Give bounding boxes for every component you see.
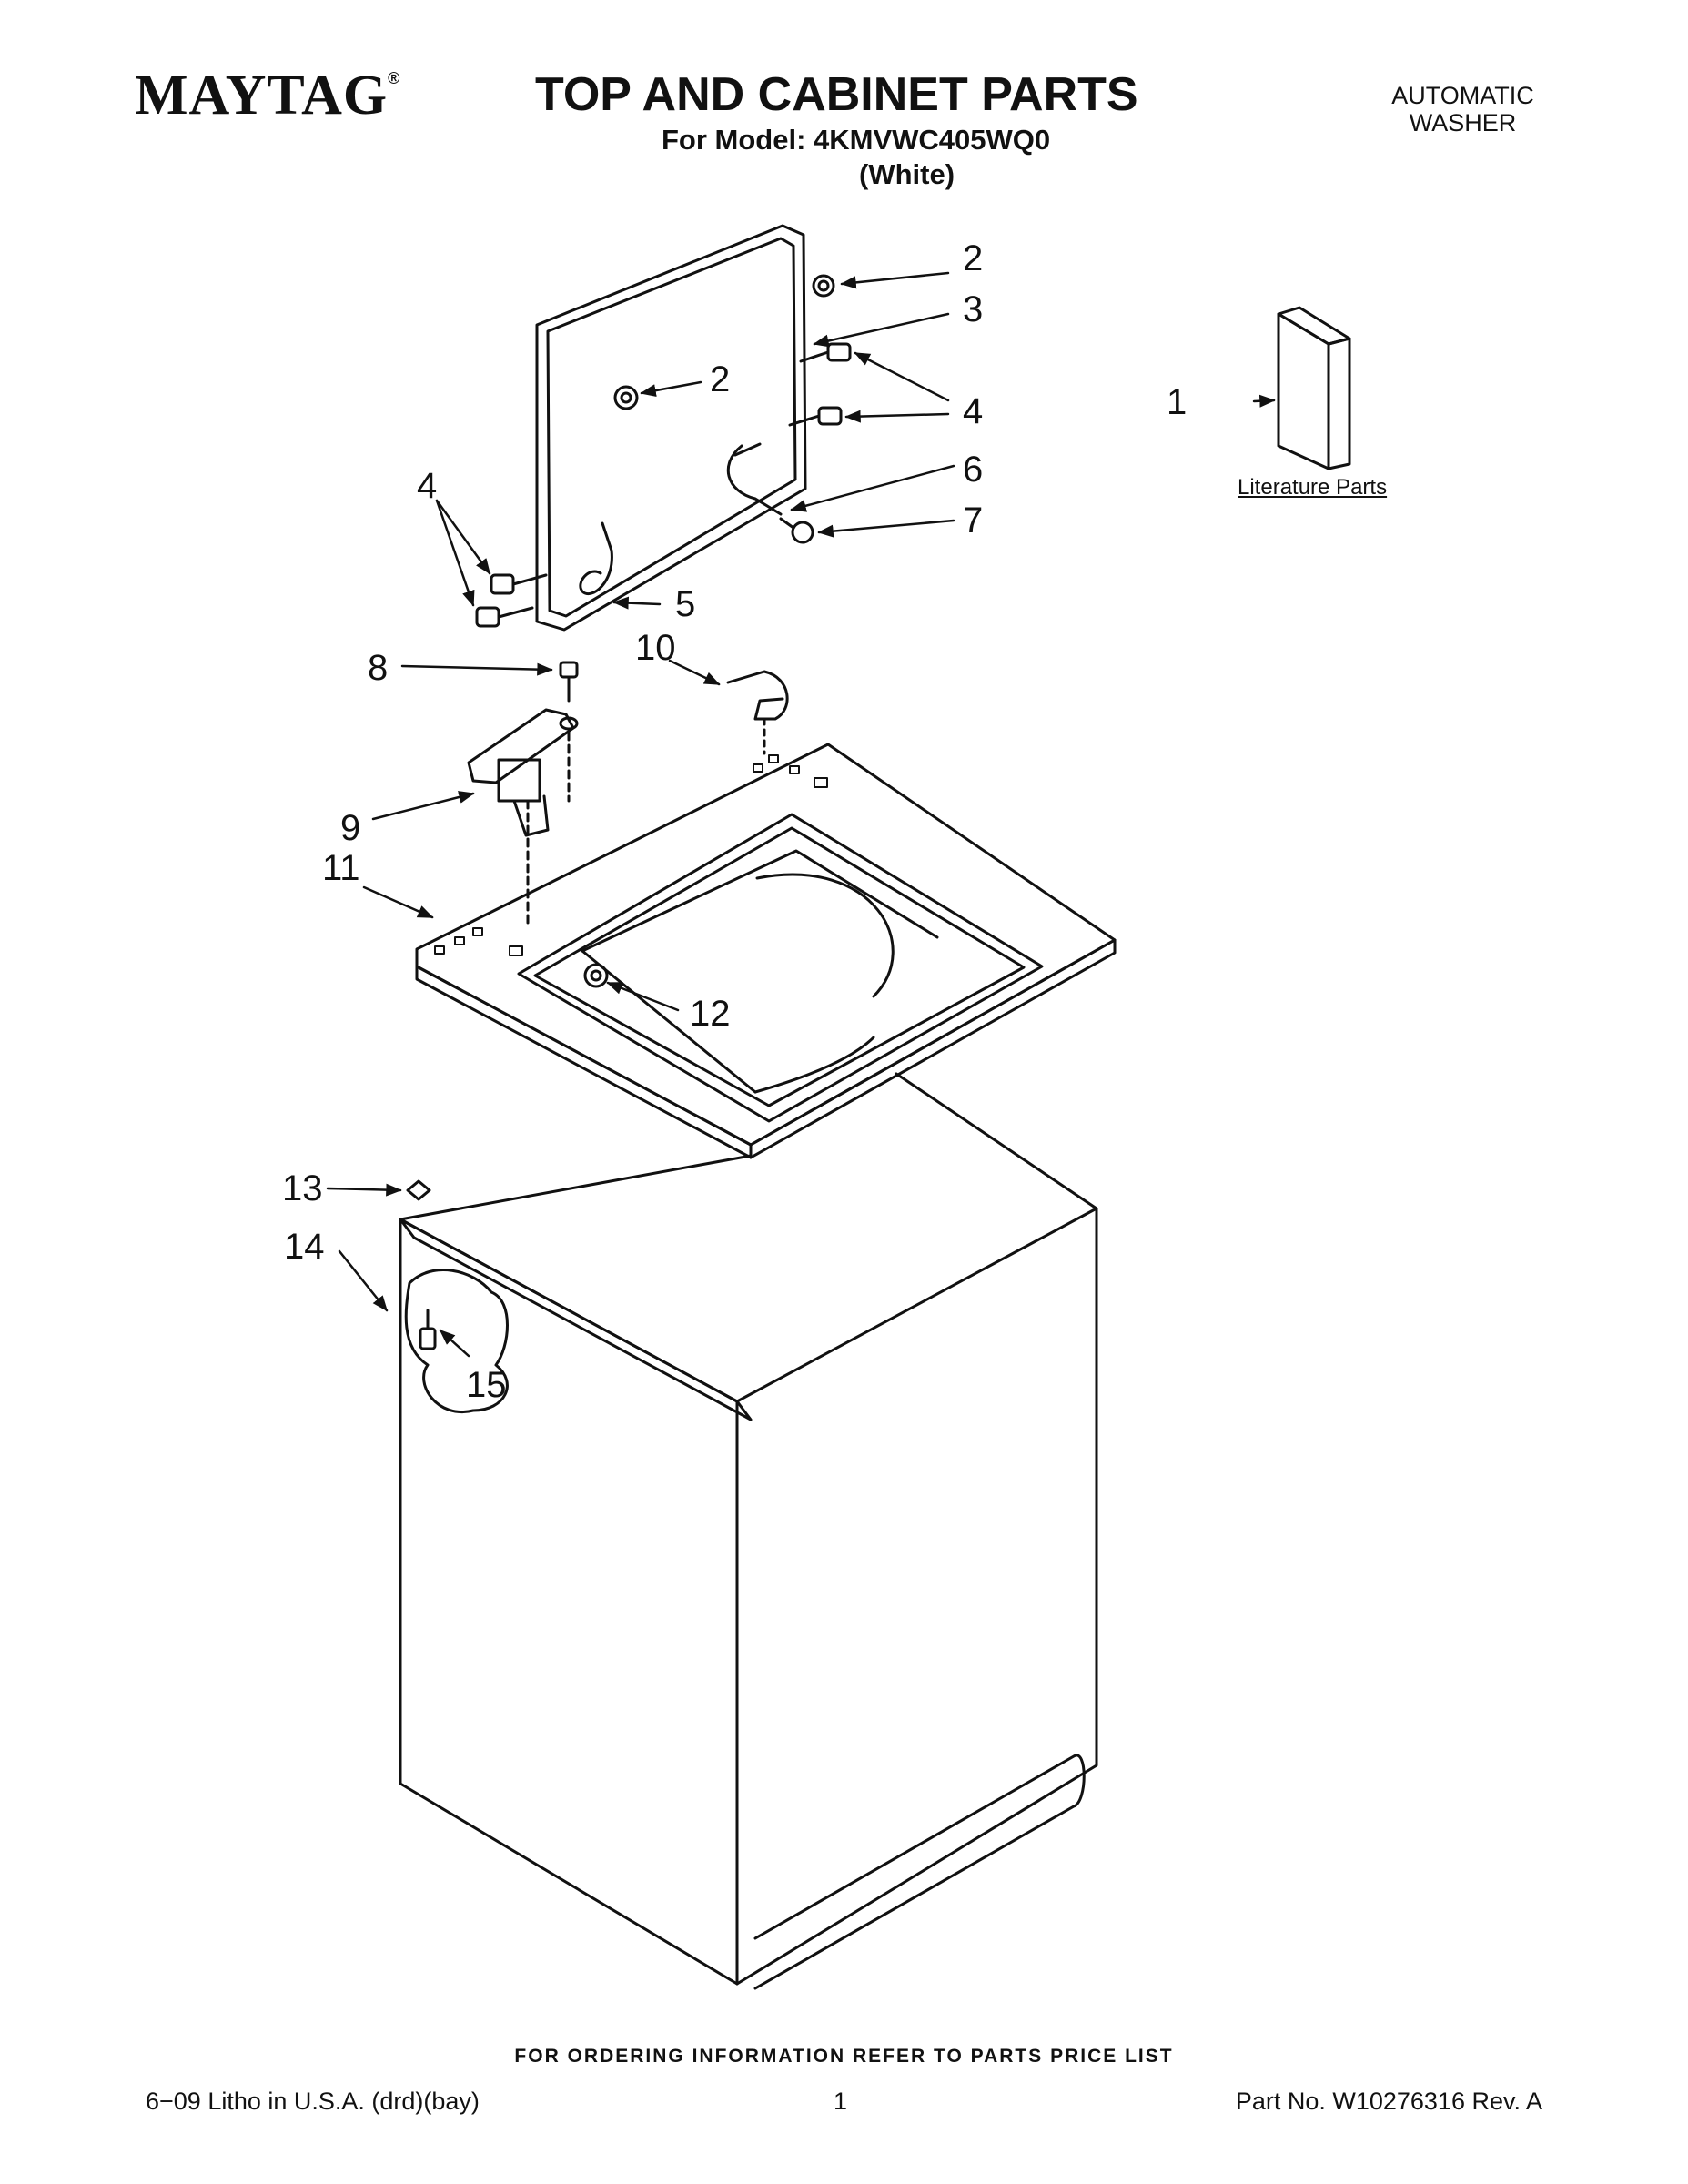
cabinet-cutaway <box>404 1269 509 1414</box>
callout-13: 13 <box>282 1168 323 1208</box>
appliance-type-line1: AUTOMATIC <box>1391 82 1534 109</box>
callout-7: 7 <box>963 500 984 541</box>
callout-8: 8 <box>368 648 389 688</box>
callout-12: 12 <box>690 994 731 1034</box>
brand-logo: MAYTAG® <box>135 64 400 128</box>
callout-9: 9 <box>340 808 361 848</box>
appliance-type: AUTOMATIC WASHER <box>1370 82 1556 136</box>
lid-frame <box>535 224 807 632</box>
model-line: For Model: 4KMVWC405WQ0 <box>662 124 1051 156</box>
callout-1: 1 <box>1167 382 1188 422</box>
callout-14: 14 <box>284 1227 325 1267</box>
callout-6: 6 <box>963 450 984 490</box>
callout-leaders <box>326 271 1276 1358</box>
top-panel-holes <box>434 754 828 956</box>
callout-5: 5 <box>675 584 696 624</box>
hinge-screws-left <box>475 573 548 628</box>
ordering-note: FOR ORDERING INFORMATION REFER TO PARTS … <box>514 2046 1174 2067</box>
callout-11: 11 <box>322 848 360 888</box>
literature-parts-label: Literature Parts <box>1238 475 1388 500</box>
callout-2: 2 <box>963 238 984 278</box>
page-title: TOP AND CABINET PARTS <box>535 68 1138 121</box>
callout-10: 10 <box>635 628 676 668</box>
fill-inlet <box>583 963 609 988</box>
brand-name: MAYTAG <box>135 65 389 126</box>
literature-book <box>1277 306 1351 470</box>
color-line: (White) <box>859 158 955 190</box>
hinge-screws-right <box>788 342 852 427</box>
callout-4: 4 <box>417 466 438 506</box>
lid-bumper <box>613 274 835 410</box>
callout-2: 2 <box>710 359 731 399</box>
cabinet <box>399 1072 1098 1990</box>
callout-15: 15 <box>466 1365 507 1405</box>
appliance-type-line2: WASHER <box>1409 109 1517 136</box>
callout-3: 3 <box>963 289 984 329</box>
page-number: 1 <box>834 2088 848 2115</box>
part-number: Part No. W10276316 Rev. A <box>1235 2088 1542 2115</box>
hose-clip <box>726 670 789 721</box>
top-clip <box>406 1179 431 1201</box>
registered-mark: ® <box>388 69 401 87</box>
lid-hinge-left <box>579 521 613 596</box>
lid-hinge <box>726 444 783 516</box>
lid-hinge-inner <box>733 442 762 457</box>
callout-4: 4 <box>963 391 984 431</box>
litho-info: 6−09 Litho in U.S.A. (drd)(bay) <box>146 2088 480 2115</box>
top-panel <box>415 743 1117 1159</box>
lid-switch <box>467 708 575 930</box>
hinge-clip <box>779 517 814 544</box>
